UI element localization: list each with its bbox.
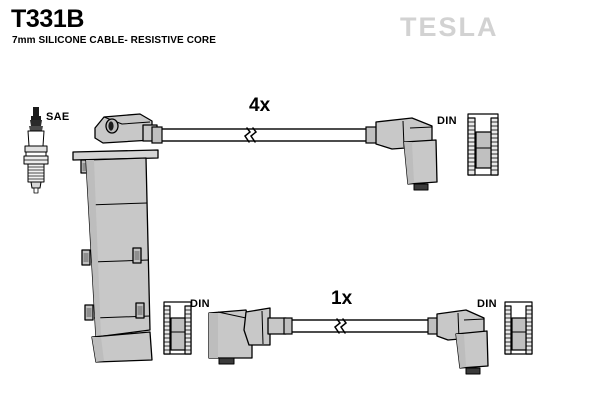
page-title: T331B bbox=[11, 5, 85, 33]
quantity-label-upper: 4x bbox=[249, 95, 271, 116]
terminal-label-sae: SAE bbox=[46, 111, 70, 123]
page-subtitle: 7mm SILICONE CABLE- RESISTIVE CORE bbox=[12, 35, 216, 46]
spark-plug-icon bbox=[23, 107, 49, 194]
terminal-label-din-lower-right: DIN bbox=[477, 298, 497, 310]
din-right-angle-boot-left bbox=[208, 307, 287, 365]
din-terminal-icon bbox=[504, 301, 533, 355]
din-right-angle-boot bbox=[375, 117, 438, 191]
terminal-label-din-upper: DIN bbox=[437, 115, 457, 127]
brand-logo: TESLA bbox=[400, 12, 499, 42]
cable-guide-trough bbox=[81, 157, 153, 363]
lower-ignition-cable bbox=[283, 317, 440, 335]
din-terminal-icon bbox=[163, 301, 192, 355]
upper-ignition-cable bbox=[151, 126, 379, 144]
cable-break-symbol bbox=[243, 127, 258, 143]
terminal-label-din-lower-left: DIN bbox=[190, 298, 210, 310]
quantity-label-lower: 1x bbox=[331, 288, 353, 309]
din-terminal-icon bbox=[467, 113, 499, 176]
cable-break-symbol bbox=[333, 318, 348, 334]
din-right-angle-boot-right bbox=[436, 309, 489, 375]
